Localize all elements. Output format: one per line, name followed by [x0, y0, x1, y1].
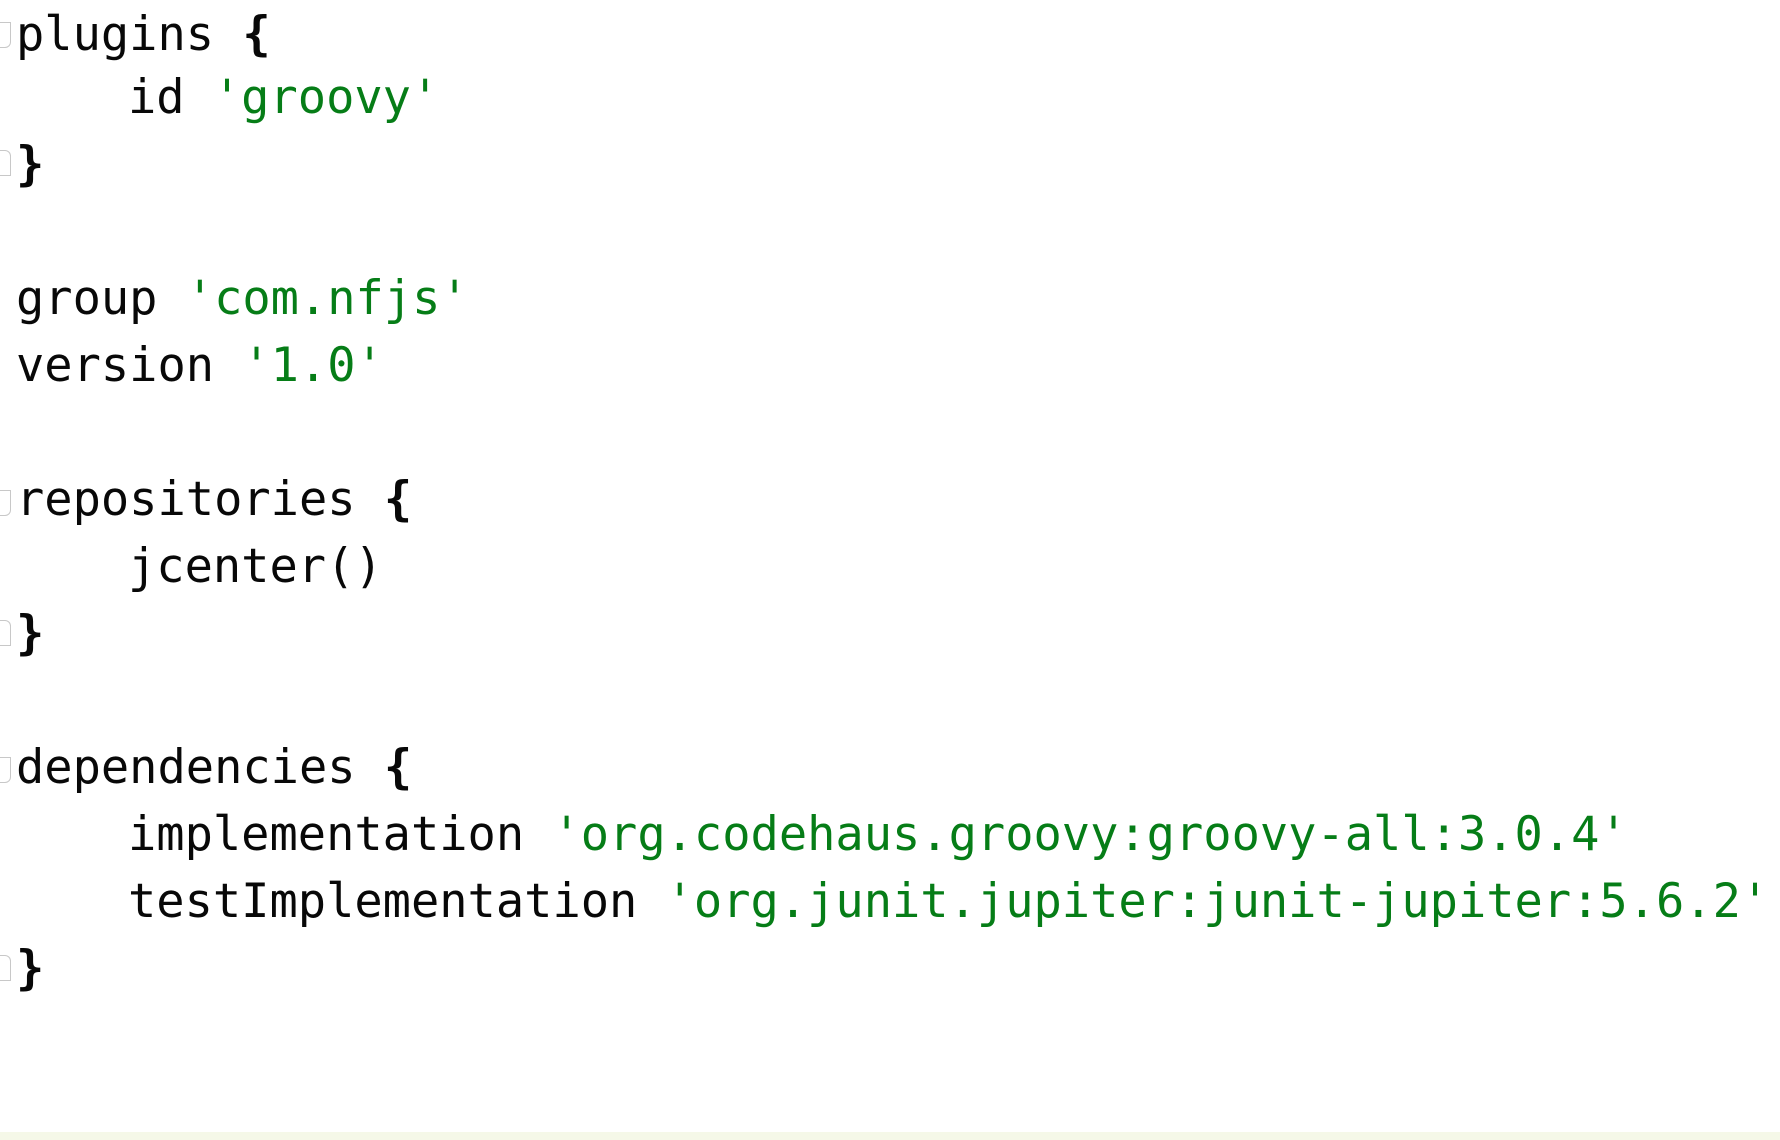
fold-open-icon[interactable] — [0, 757, 11, 783]
version-keyword: version — [16, 338, 215, 393]
open-brace: { — [383, 740, 413, 795]
jcenter-call: jcenter() — [128, 539, 383, 594]
group-string: 'com.nfjs' — [185, 271, 469, 326]
close-brace: } — [16, 941, 45, 996]
repositories-keyword: repositories — [16, 472, 356, 527]
fold-close-icon[interactable] — [0, 955, 11, 981]
plugin-id-string: 'groovy' — [212, 70, 440, 125]
implementation-keyword: implementation — [128, 807, 525, 862]
open-brace: { — [242, 7, 271, 62]
code-line-5[interactable]: version '1.0' — [16, 331, 384, 401]
code-line-6[interactable]: repositories { — [16, 465, 412, 535]
close-brace: } — [16, 137, 45, 192]
code-line-4[interactable]: group 'com.nfjs' — [16, 264, 469, 334]
group-keyword: group — [16, 271, 158, 326]
code-line-11[interactable]: testImplementation 'org.junit.jupiter:ju… — [128, 867, 1769, 937]
code-line-12[interactable]: } — [16, 934, 44, 1004]
test-implementation-keyword: testImplementation — [128, 874, 638, 929]
fold-open-icon[interactable] — [0, 490, 11, 516]
open-brace: { — [383, 472, 413, 527]
code-line-2[interactable]: id 'groovy' — [128, 63, 439, 133]
code-line-10[interactable]: implementation 'org.codehaus.groovy:groo… — [128, 800, 1628, 870]
close-brace: } — [16, 606, 45, 661]
id-keyword: id — [128, 70, 185, 125]
implementation-string: 'org.codehaus.groovy:groovy-all:3.0.4' — [552, 807, 1628, 862]
code-line-1[interactable]: plugins { — [16, 0, 271, 70]
version-string: '1.0' — [242, 338, 384, 393]
code-line-8[interactable]: } — [16, 599, 44, 669]
test-implementation-string: 'org.junit.jupiter:junit-jupiter:5.6.2' — [665, 874, 1770, 929]
fold-close-icon[interactable] — [0, 150, 11, 176]
fold-close-icon[interactable] — [0, 620, 11, 646]
code-line-7[interactable]: jcenter() — [128, 532, 383, 602]
current-line-highlight — [0, 1132, 1780, 1140]
code-line-9[interactable]: dependencies { — [16, 733, 412, 803]
fold-open-icon[interactable] — [0, 22, 11, 48]
plugins-keyword: plugins — [16, 7, 215, 62]
dependencies-keyword: dependencies — [16, 740, 356, 795]
code-line-3[interactable]: } — [16, 130, 44, 200]
